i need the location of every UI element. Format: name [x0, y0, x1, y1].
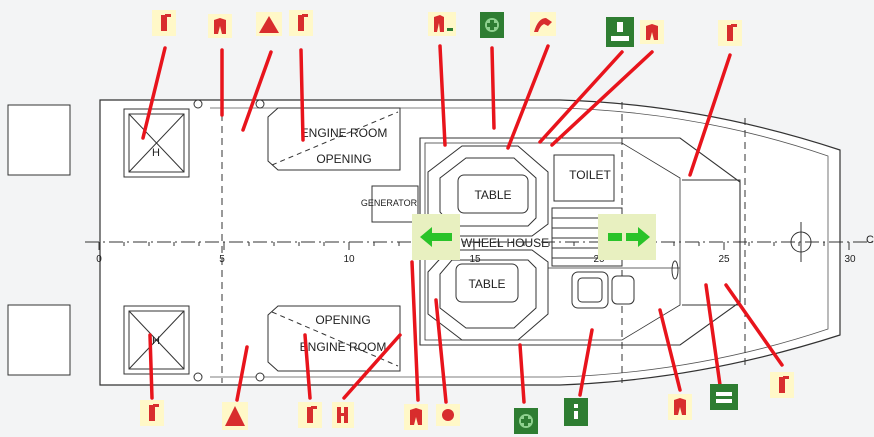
- hatch-top: H: [123, 108, 190, 178]
- first-aid-kit-icon: [480, 12, 504, 38]
- safety-markers-bottom: [140, 372, 794, 434]
- scale-label-5: 5: [219, 254, 225, 265]
- stern-platform-top: [7, 104, 71, 176]
- callout-line: [490, 46, 496, 130]
- cleat-symbol: [193, 99, 203, 109]
- callout-line: [241, 50, 273, 132]
- table-bottom-label: TABLE: [468, 277, 505, 291]
- wheel-house-label: WHEEL HOUSE: [461, 236, 549, 250]
- fire-alarm-icon: [436, 404, 460, 426]
- scale-label-25: 25: [718, 254, 730, 265]
- fire-hose-icon: [530, 12, 556, 36]
- exit-arrow-left-icon: [412, 214, 460, 260]
- cleat-symbol: [255, 99, 265, 109]
- scale-label-0: 0: [96, 254, 102, 265]
- callout-line: [724, 283, 784, 367]
- fire-extinguisher-icon: [298, 402, 322, 428]
- life-jacket-icon: [668, 394, 692, 420]
- toilet-label: TOILET: [569, 168, 611, 182]
- warning-triangle-icon: [256, 12, 282, 36]
- dinette-bottom: TABLE: [427, 249, 549, 341]
- scale-end-label: C: [866, 234, 874, 246]
- generator-label: GENERATOR: [361, 198, 418, 208]
- axis-ticks: [98, 242, 850, 250]
- dinette-top: TABLE: [427, 145, 549, 237]
- safety-markers-top: [152, 10, 742, 47]
- life-jacket-icon: [640, 20, 664, 44]
- callout-line: [506, 44, 550, 150]
- first-aid-kit-icon: [514, 408, 538, 434]
- callout-line: [550, 50, 654, 147]
- exit-sign-icon: [564, 398, 588, 426]
- callout-line: [438, 44, 447, 147]
- callout-line: [578, 328, 594, 397]
- hatch-bottom: H: [123, 305, 190, 375]
- callout-line: [658, 308, 682, 392]
- fire-extinguisher-icon: [718, 20, 742, 46]
- callout-line: [688, 53, 732, 177]
- hull-inner-line: [210, 107, 829, 378]
- wheel-house-inner: [424, 142, 681, 341]
- callout-line: [148, 333, 154, 400]
- opening-top-label: OPENING: [316, 152, 371, 166]
- opening-bottom-label: OPENING: [315, 313, 370, 327]
- life-jacket-icon: [208, 14, 232, 38]
- anchor-windlass: [790, 222, 812, 262]
- callout-line: [342, 333, 402, 400]
- life-jacket-icon: [428, 12, 456, 36]
- callout-line: [434, 298, 448, 404]
- scale-label-30: 30: [844, 254, 856, 265]
- engine-room-opening-bottom: OPENING ENGINE ROOM: [267, 305, 401, 372]
- life-jacket-icon: [404, 404, 428, 430]
- fire-hose-icon: [332, 402, 354, 428]
- helm-wheel: [671, 260, 679, 280]
- hatch-bottom-label: H: [152, 335, 160, 347]
- exit-arrow-right-icon: [598, 214, 656, 260]
- fire-extinguisher-icon: [140, 400, 164, 426]
- callout-line: [410, 260, 420, 402]
- callout-line: [299, 48, 305, 142]
- helm-seats: [571, 271, 635, 309]
- callout-lines: [141, 44, 784, 404]
- engine-room-bottom-label: ENGINE ROOM: [300, 340, 387, 354]
- generator: GENERATOR: [361, 185, 419, 223]
- cleats: [193, 99, 265, 382]
- exit-sign-icon: [606, 17, 634, 47]
- scale-label-10: 10: [343, 254, 355, 265]
- toilet: TOILET: [553, 154, 615, 202]
- hatch-top-label: H: [152, 147, 160, 159]
- cleat-symbol: [255, 372, 265, 382]
- cleat-symbol: [193, 372, 203, 382]
- callout-line: [538, 50, 624, 144]
- scale-label-15: 15: [469, 254, 481, 265]
- table-top-label: TABLE: [474, 188, 511, 202]
- callout-line: [235, 345, 249, 402]
- engine-room-opening-top: ENGINE ROOM OPENING: [267, 107, 401, 171]
- exit-sign-icon: [710, 384, 738, 410]
- fire-extinguisher-icon: [289, 10, 313, 36]
- callout-line: [704, 283, 722, 387]
- fire-extinguisher-icon: [152, 10, 176, 36]
- callout-line: [303, 333, 312, 400]
- stern-platform-bottom: [7, 304, 71, 376]
- fire-extinguisher-icon: [770, 372, 794, 398]
- callout-line: [141, 46, 167, 140]
- engine-room-top-label: ENGINE ROOM: [301, 126, 388, 140]
- warning-triangle-icon: [222, 402, 248, 430]
- callout-line: [518, 343, 526, 404]
